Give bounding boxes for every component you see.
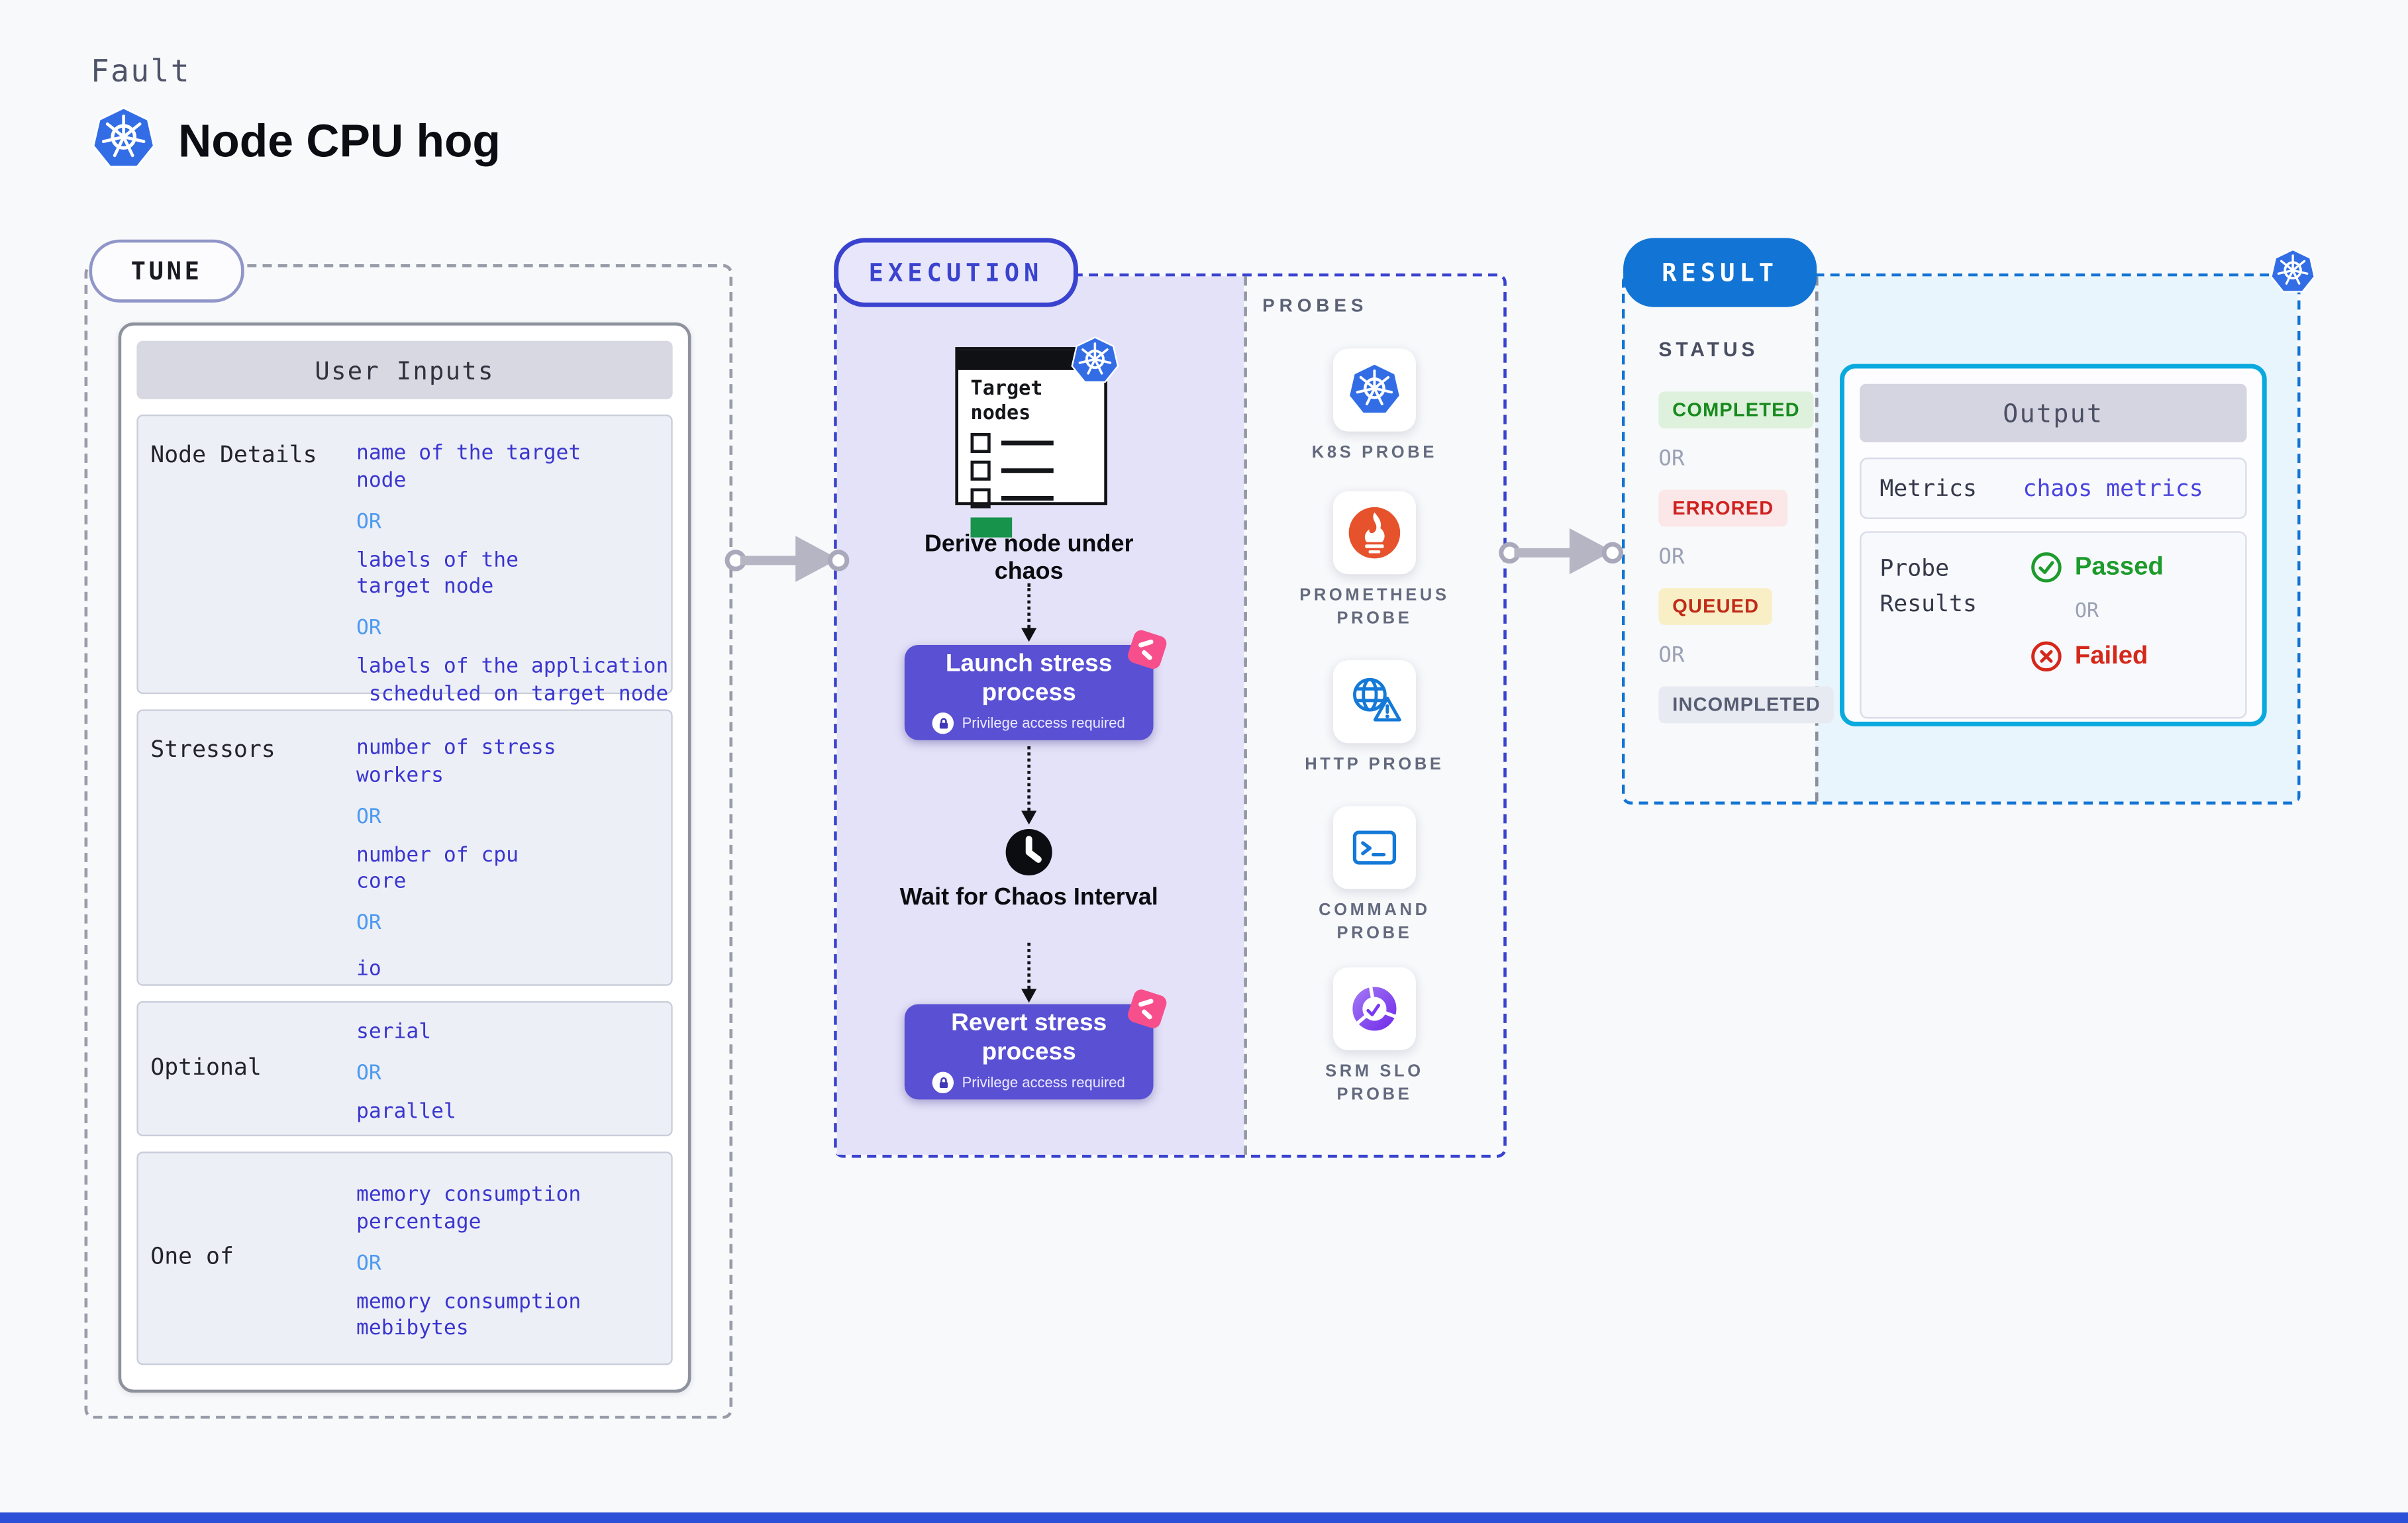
checkbox-icon: [970, 433, 991, 454]
metrics-label: Metrics: [1880, 474, 1977, 503]
slo-donut-check-icon: [1332, 967, 1417, 1051]
checkbox-icon: [970, 488, 991, 509]
kubernetes-icon: [2268, 247, 2317, 296]
or-separator: OR: [356, 1251, 381, 1276]
input-row-label: One of: [150, 1242, 234, 1270]
revert-stress-label: Revert stress process: [951, 1009, 1107, 1065]
or-separator: OR: [356, 804, 381, 829]
probe-label: SRM SLO PROBE: [1325, 1062, 1424, 1105]
privilege-note: Privilege access required: [962, 1074, 1125, 1092]
output-title: Output: [1860, 383, 2247, 442]
result-divider: [1815, 276, 1819, 802]
or-separator: OR: [1658, 643, 1685, 668]
down-arrow-icon: [1017, 746, 1041, 825]
page-title: Node CPU hog: [177, 117, 501, 168]
input-row-stressors: Stressors number of stress workers OR nu…: [136, 709, 673, 986]
output-card: Output Metrics chaos metrics Probe Resul…: [1840, 364, 2267, 726]
metrics-value: chaos metrics: [2023, 474, 2203, 503]
or-separator: OR: [356, 616, 381, 641]
input-value: serial: [356, 1019, 432, 1044]
status-badge-incompleted: INCOMPLETED: [1658, 686, 1834, 724]
input-value: number of stress workers: [356, 735, 556, 788]
probe-label: COMMAND PROBE: [1319, 901, 1430, 944]
flow-arrow-icon: [725, 534, 851, 587]
input-value: memory consumption mebibytes: [356, 1289, 581, 1342]
input-row-optional: Optional serial OR parallel: [136, 1001, 673, 1136]
or-separator: OR: [356, 509, 381, 534]
privilege-note: Privilege access required: [962, 715, 1125, 732]
probe-label: HTTP PROBE: [1305, 755, 1444, 774]
check-circle-icon: [2031, 552, 2062, 583]
input-row-one-of: One of memory consumption percentage OR …: [136, 1152, 673, 1365]
user-inputs-card: User Inputs Node Details name of the tar…: [118, 322, 691, 1393]
probe-label: K8S PROBE: [1311, 444, 1437, 462]
input-row-node-details: Node Details name of the target node OR …: [136, 415, 673, 707]
globe-warning-icon: [1332, 660, 1417, 744]
probe-srm-slo: SRM SLO PROBE: [1289, 967, 1461, 1108]
input-value: name of the target node: [356, 440, 581, 493]
input-value: memory consumption percentage: [356, 1182, 581, 1234]
input-value: parallel: [356, 1099, 456, 1124]
status-badge-completed: COMPLETED: [1658, 391, 1814, 428]
fault-kind-label: Fault: [90, 52, 191, 89]
down-arrow-icon: [1017, 942, 1041, 1003]
passed-label: Passed: [2074, 552, 2164, 581]
x-circle-icon: [2031, 641, 2062, 672]
probe-results-label: Probe Results: [1880, 554, 1977, 617]
target-card-title: Target nodes: [970, 377, 1043, 425]
metrics-row: Metrics chaos metrics: [1860, 458, 2247, 519]
or-separator: OR: [356, 1060, 381, 1086]
probe-k8s: K8S PROBE: [1289, 348, 1461, 466]
prometheus-flame-icon: [1332, 491, 1417, 575]
input-value: io: [356, 957, 381, 982]
probe-http: HTTP PROBE: [1289, 660, 1461, 777]
bottom-accent-bar: [0, 1512, 2408, 1523]
kubernetes-icon: [89, 105, 158, 173]
clock-icon: [1005, 828, 1052, 876]
launch-stress-button[interactable]: Launch stress process Privilege access r…: [904, 628, 1169, 740]
tune-badge: TUNE: [89, 239, 244, 303]
probes-section-label: PROBES: [1262, 295, 1368, 317]
probe-label: PROMETHEUS PROBE: [1299, 586, 1450, 629]
lock-icon: [932, 1072, 955, 1094]
probe-results-row: Probe Results Passed OR: [1860, 531, 2247, 719]
user-inputs-title: User Inputs: [136, 340, 673, 399]
tune-section: [84, 264, 733, 1419]
terminal-icon: [1332, 806, 1417, 889]
input-value: labels of the target node: [356, 547, 519, 600]
flow-arrow-icon: [1499, 526, 1625, 579]
result-badge: RESULT: [1623, 238, 1817, 307]
status-badge-queued: QUEUED: [1658, 588, 1774, 625]
or-separator: OR: [2074, 600, 2099, 624]
failed-label: Failed: [2074, 642, 2148, 670]
probe-command: COMMAND PROBE: [1289, 806, 1461, 947]
kubernetes-icon: [1069, 335, 1121, 387]
lock-icon: [932, 712, 955, 735]
probes-divider: [1244, 276, 1247, 1155]
or-separator: OR: [356, 910, 381, 936]
input-row-label: Stressors: [150, 735, 276, 763]
status-badge-errored: ERRORED: [1658, 489, 1788, 527]
status-column: STATUS COMPLETED OR ERRORED OR QUEUED OR…: [1658, 338, 1834, 732]
derive-step-label: Derive node under chaos: [924, 531, 1134, 586]
launch-stress-label: Launch stress process: [945, 650, 1113, 706]
input-value: labels of the application scheduled on t…: [356, 654, 669, 707]
wait-step-label: Wait for Chaos Interval: [899, 884, 1158, 911]
result-section: STATUS COMPLETED OR ERRORED OR QUEUED OR…: [1621, 273, 2301, 805]
input-row-label: Node Details: [150, 440, 317, 469]
execution-badge: EXECUTION: [834, 238, 1078, 307]
progress-bar: [970, 517, 1013, 538]
input-row-label: Optional: [150, 1053, 262, 1081]
or-separator: OR: [1658, 446, 1685, 471]
down-arrow-icon: [1017, 583, 1041, 642]
probe-prometheus: PROMETHEUS PROBE: [1289, 491, 1461, 632]
kubernetes-icon: [1332, 348, 1417, 432]
input-value: number of cpu core: [356, 842, 519, 895]
status-label: STATUS: [1658, 338, 1759, 361]
checkbox-icon: [970, 461, 991, 481]
execution-section: Target nodes Derive node under chaos Lau…: [834, 273, 1507, 1158]
revert-stress-button[interactable]: Revert stress process Privilege access r…: [904, 987, 1169, 1100]
or-separator: OR: [1658, 545, 1685, 570]
